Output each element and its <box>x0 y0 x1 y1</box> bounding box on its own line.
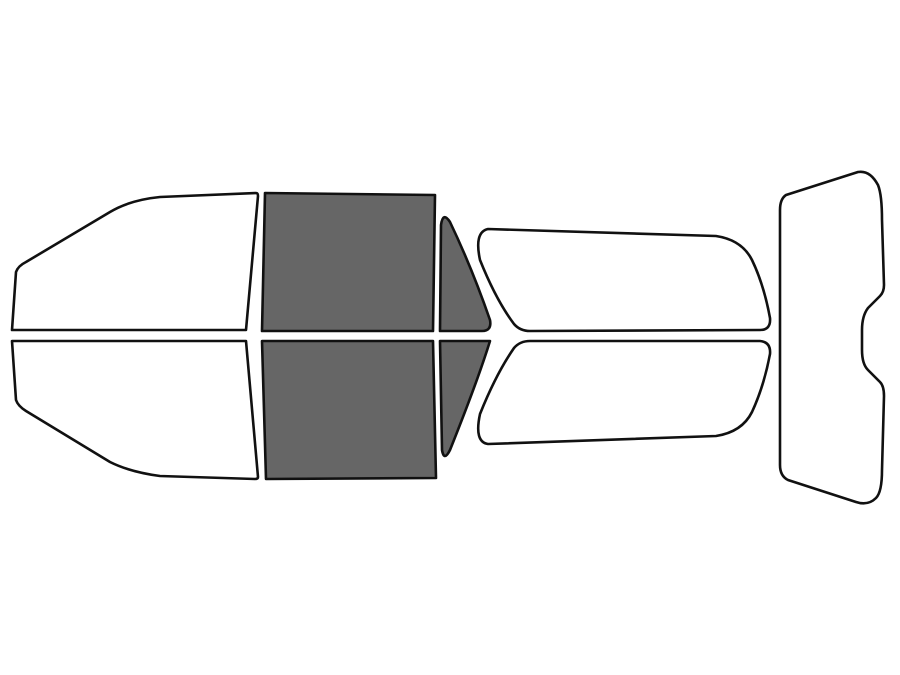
vent-window-top-pane[interactable] <box>438 215 492 333</box>
windshield-bottom-pane[interactable] <box>10 339 260 481</box>
front-door-window-top-pane[interactable] <box>260 191 437 333</box>
front-door-window-bottom-pane[interactable] <box>260 339 438 481</box>
windshield-top-pane[interactable] <box>10 191 260 332</box>
vent-window-bottom-pane[interactable] <box>438 339 492 458</box>
rear-window-pane[interactable] <box>778 170 886 505</box>
rear-door-window-bottom-pane[interactable] <box>476 339 772 446</box>
rear-door-window-top-pane[interactable] <box>476 227 772 333</box>
